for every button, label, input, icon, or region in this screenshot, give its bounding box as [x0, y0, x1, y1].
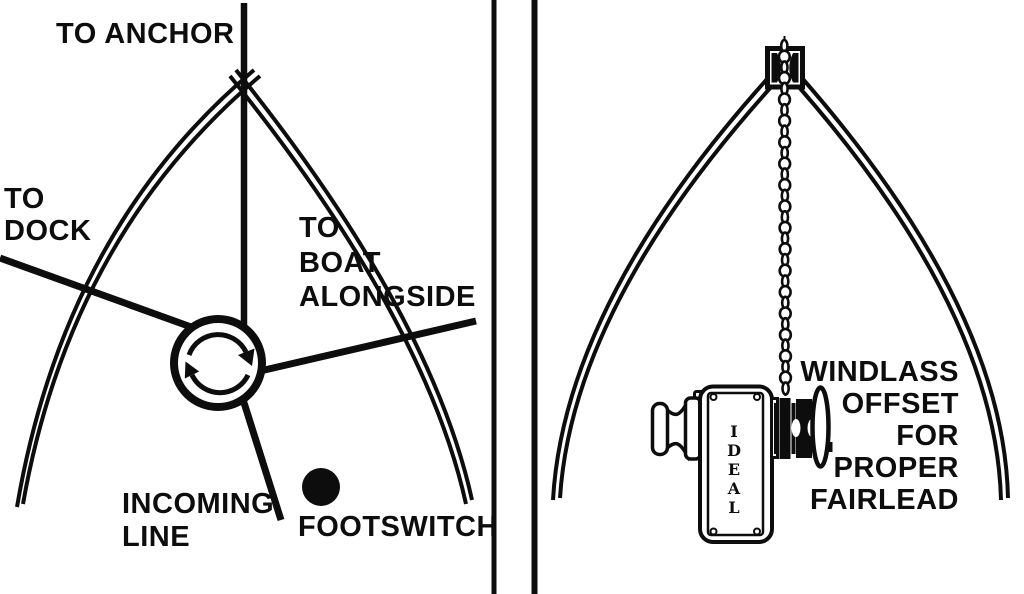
stripper-ring [810, 385, 831, 469]
stripper-tab [826, 442, 833, 452]
caption-line-5: FAIRLEAD [810, 484, 959, 516]
gypsy-bar-1 [774, 403, 779, 454]
hull-port-inner-line [21, 74, 262, 505]
hull-port-outer-line [15, 68, 256, 508]
dock-line [0, 254, 207, 336]
gypsy-flange-disc [796, 399, 812, 458]
to-dock-label-line2: DOCK [4, 215, 91, 247]
footswitch-label: FOOTSWITCH [298, 511, 498, 543]
gypsy-waist-cut-left [791, 419, 801, 437]
hull-port-inner-line [558, 84, 774, 499]
incoming-label-line1: INCOMING [122, 488, 274, 520]
bow-outline-left-panel [15, 68, 474, 508]
incoming-label-line2: LINE [122, 521, 190, 553]
caption-line-4: PROPER [834, 452, 959, 484]
rotation-arrowhead-right [238, 348, 255, 366]
rotation-arc-top [186, 332, 249, 356]
boat-alongside-line [229, 317, 477, 382]
bow-roller-right [789, 53, 799, 83]
to-anchor-label: TO ANCHOR [56, 18, 235, 50]
caption-line-3: FOR [896, 420, 959, 452]
drum-outer-flange [650, 401, 670, 457]
hull-starboard-outer-line [234, 68, 474, 501]
hull-port-outer-line [551, 76, 770, 501]
to-dock-label-line1: TO [4, 183, 45, 215]
screw-top-left [709, 393, 718, 401]
screw-bottom-right [753, 527, 761, 536]
rotation-arrows-icon [184, 332, 255, 396]
anchor-chain [777, 38, 793, 396]
to-boat-label-line2: BOAT [299, 247, 381, 279]
caption-line-2: OFFSET [842, 388, 959, 420]
incoming-line [236, 388, 285, 522]
screw-bottom-left [709, 527, 718, 536]
bow-outline-right-panel [551, 76, 1010, 501]
hull-starboard-outer-line [800, 76, 1010, 499]
hull-starboard-inner-line [796, 84, 1003, 501]
panel-divider-line-left [491, 0, 497, 594]
panel-divider-line-right [531, 0, 538, 594]
footswitch-dot [302, 468, 340, 506]
caption-line-1: WINDLASS [800, 356, 959, 388]
left-panel: TO ANCHOR TO DOCK TO BOAT ALONGSIDE INCO… [0, 3, 498, 553]
screw-top-right [753, 393, 761, 401]
body-plate [706, 391, 765, 537]
windlass-offset-caption: WINDLASS OFFSET FOR PROPER FAIRLEAD [800, 356, 959, 516]
capstan-symbol [170, 315, 266, 411]
to-boat-label-line1: TO [299, 212, 340, 244]
chain-link [781, 381, 790, 396]
rotation-arc-bottom [189, 373, 251, 396]
rotation-arrowhead-left [184, 361, 200, 379]
to-boat-label-line3: ALONGSIDE [299, 281, 476, 313]
hull-starboard-inner-line [228, 74, 468, 505]
chain-gypsy [770, 385, 833, 469]
gypsy-wildcat [779, 398, 791, 459]
capstan-drum [650, 390, 705, 462]
